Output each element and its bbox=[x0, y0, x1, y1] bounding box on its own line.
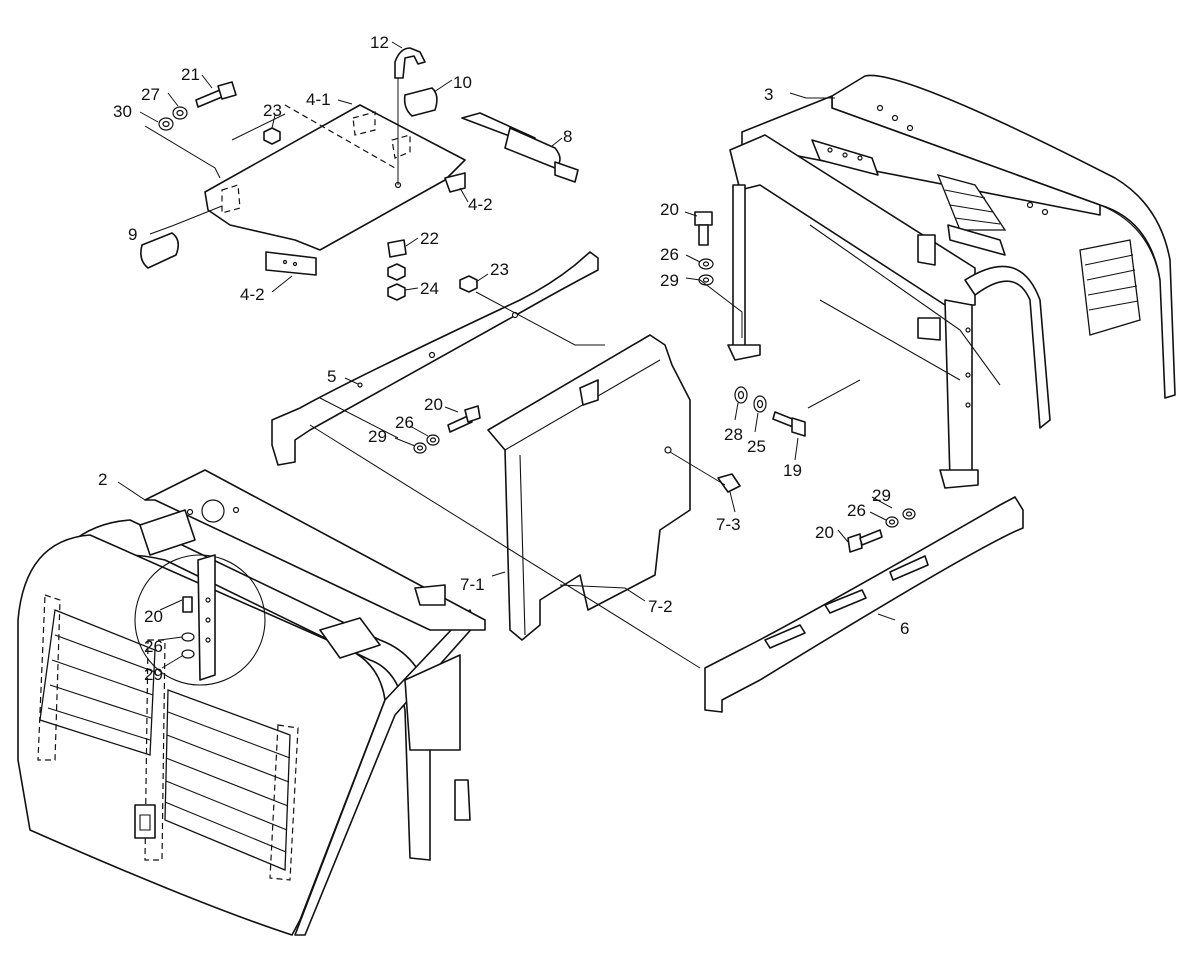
part-28-washer bbox=[734, 386, 748, 404]
callout-20-upper-right: 20 bbox=[660, 200, 679, 219]
part-3-rear-hood bbox=[727, 74, 1176, 489]
callout-21: 21 bbox=[181, 65, 200, 84]
part-24-nut bbox=[387, 263, 406, 301]
part-29-washer-upper-right bbox=[698, 274, 714, 286]
callout-24: 24 bbox=[420, 279, 439, 298]
callout-6: 6 bbox=[900, 619, 909, 638]
part-26-washer-center bbox=[426, 434, 440, 446]
part-9-sleeve bbox=[140, 232, 180, 269]
part-30-washer bbox=[158, 117, 174, 131]
callout-20-lower-right: 20 bbox=[815, 523, 834, 542]
callout-22: 22 bbox=[420, 229, 439, 248]
callout-20-center: 20 bbox=[424, 395, 443, 414]
callout-26-detail: 26 bbox=[144, 637, 163, 656]
part-23-nut-b bbox=[459, 275, 478, 293]
callout-2: 2 bbox=[98, 470, 107, 489]
part-8-gas-spring bbox=[461, 112, 579, 183]
callout-3: 3 bbox=[764, 85, 773, 104]
callout-7-1: 7-1 bbox=[460, 575, 485, 594]
part-7-3-bolt bbox=[717, 473, 741, 493]
callout-30: 30 bbox=[113, 102, 132, 121]
callout-4-1: 4-1 bbox=[306, 90, 331, 109]
callout-19: 19 bbox=[783, 461, 802, 480]
part-20-bolt-lower-right bbox=[847, 529, 883, 553]
part-29-washer-lower-right bbox=[902, 508, 916, 520]
callout-12: 12 bbox=[370, 33, 389, 52]
callout-7-2: 7-2 bbox=[648, 597, 673, 616]
callout-26-lower-right: 26 bbox=[847, 501, 866, 520]
callout-5: 5 bbox=[327, 367, 336, 386]
part-27-washer bbox=[172, 106, 188, 120]
part-5-beam bbox=[271, 251, 599, 466]
part-22-rubber bbox=[387, 239, 407, 258]
callout-25: 25 bbox=[747, 437, 766, 456]
part-19-bolt bbox=[772, 411, 806, 437]
part-26-washer-upper-right bbox=[698, 258, 714, 270]
part-7-side-panel bbox=[487, 334, 741, 641]
callout-28: 28 bbox=[724, 425, 743, 444]
callout-29-upper-right: 29 bbox=[660, 271, 679, 290]
part-29-washer-center bbox=[413, 442, 427, 454]
part-6-beam bbox=[704, 496, 1024, 713]
callout-23: 23 bbox=[263, 101, 282, 120]
part-4-1-cover-plate bbox=[204, 78, 466, 276]
part-25-washer bbox=[753, 395, 767, 413]
callout-26-center: 26 bbox=[395, 413, 414, 432]
part-2-front-hood bbox=[17, 469, 486, 936]
part-20-bolt-center bbox=[447, 405, 481, 433]
callout-8: 8 bbox=[563, 127, 572, 146]
callout-4-2-upper: 4-2 bbox=[468, 195, 493, 214]
callout-27: 27 bbox=[141, 85, 160, 104]
part-10-sleeve bbox=[403, 87, 438, 117]
part-20-bolt-upper-right bbox=[694, 211, 713, 246]
callout-10: 10 bbox=[453, 73, 472, 92]
callout-7-3: 7-3 bbox=[716, 515, 741, 534]
leader-lines bbox=[117, 41, 896, 669]
part-26-washer-lower-right bbox=[885, 516, 899, 528]
part-23-nut bbox=[263, 127, 281, 145]
part-12-lifting-hook bbox=[394, 47, 426, 79]
callout-20-detail: 20 bbox=[144, 607, 163, 626]
callout-29-lower-right: 29 bbox=[872, 486, 891, 505]
part-21-bolt bbox=[195, 81, 237, 108]
callout-labels: 12 10 21 27 30 23 4-1 8 4-2 9 22 24 4-2 … bbox=[98, 33, 909, 684]
callout-29-detail: 29 bbox=[144, 665, 163, 684]
callout-9: 9 bbox=[128, 225, 137, 244]
callout-29-center: 29 bbox=[368, 427, 387, 446]
callout-23-b: 23 bbox=[490, 260, 509, 279]
callout-4-2-lower: 4-2 bbox=[240, 285, 265, 304]
callout-26-upper-right: 26 bbox=[660, 245, 679, 264]
